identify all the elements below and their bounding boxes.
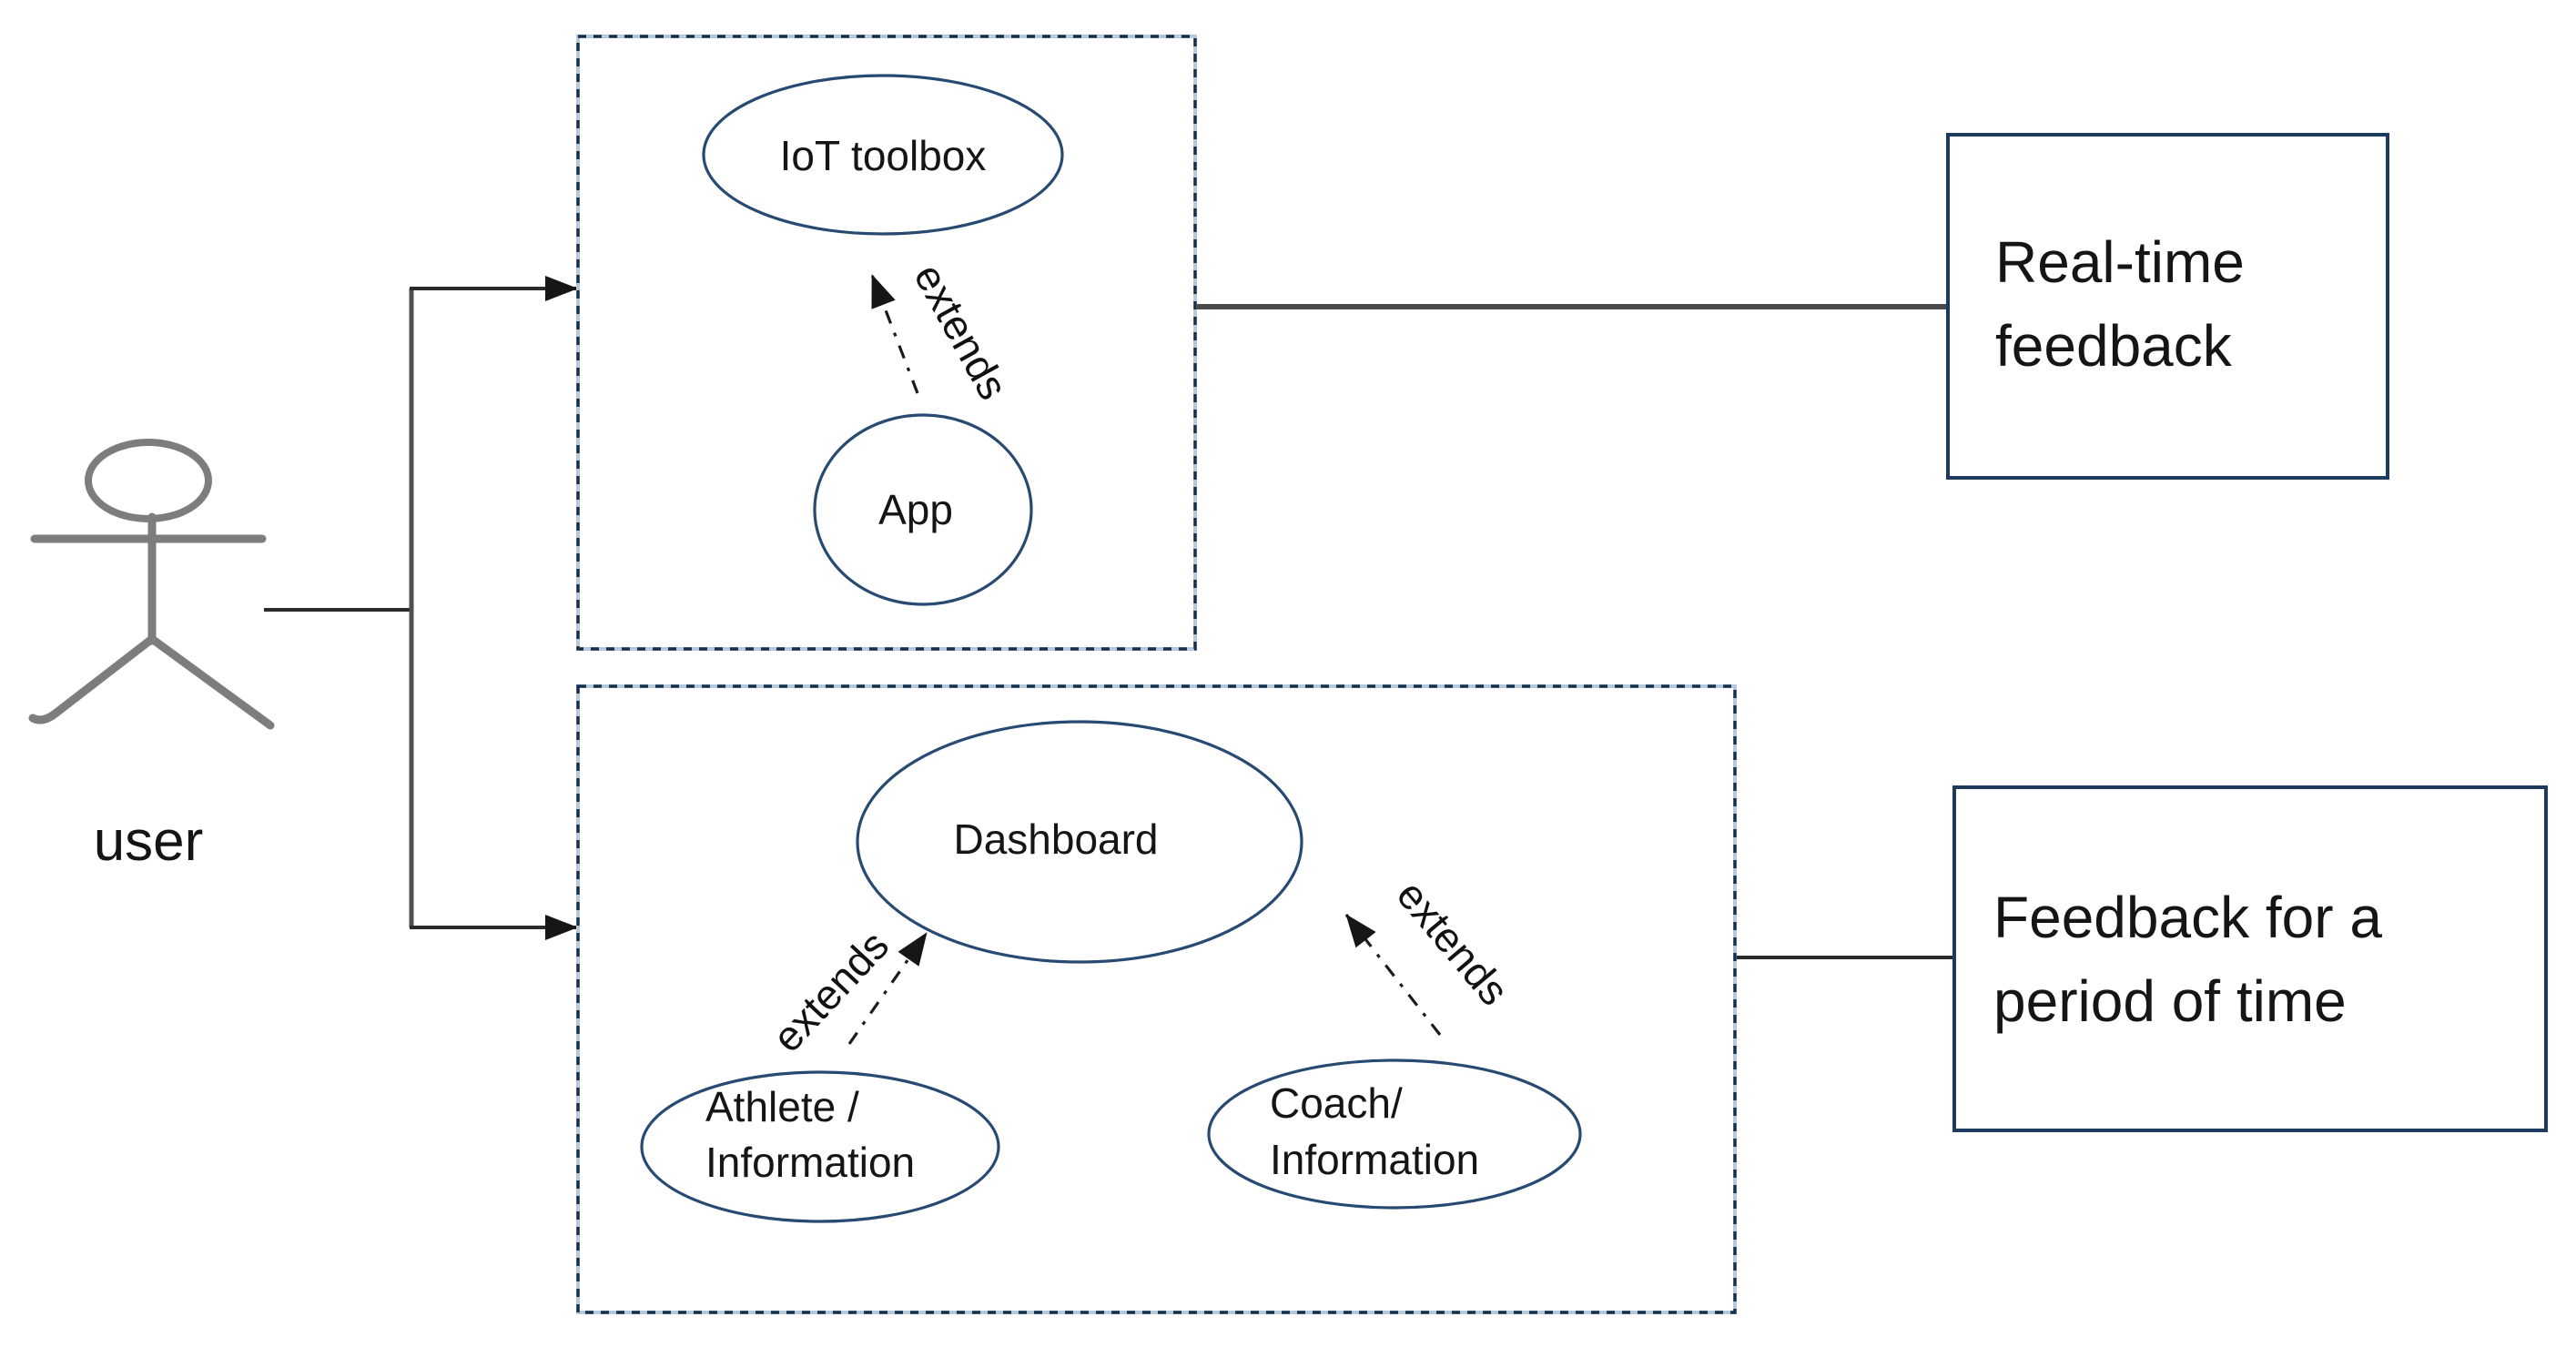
use-case-iot-toolbox-label: IoT toolbox bbox=[780, 132, 987, 179]
extends-arrow-coach-to-dashboard bbox=[1344, 914, 1442, 1036]
use-case-app-label: App bbox=[878, 486, 953, 533]
system-boundary-bottom-border bbox=[576, 684, 1737, 1314]
extends-arrow-athlete-to-dashboard bbox=[847, 932, 928, 1045]
output-period-label-line1: Feedback for a bbox=[1993, 885, 2382, 950]
use-case-app bbox=[813, 413, 1033, 606]
use-case-dashboard bbox=[856, 720, 1303, 964]
use-case-iot-toolbox bbox=[702, 74, 1064, 236]
output-box-realtime: Real-time feedback bbox=[1946, 133, 2389, 480]
output-box-period: Feedback for a period of time bbox=[1952, 785, 2548, 1132]
output-period-label-line2: period of time bbox=[1993, 968, 2347, 1034]
use-case-coach-label-line2: Information bbox=[1270, 1136, 1479, 1183]
output-box-period-border bbox=[1952, 785, 2548, 1132]
extends-label-bottom-left: extends bbox=[763, 921, 898, 1060]
output-realtime-label-line1: Real-time bbox=[1995, 229, 2245, 295]
output-box-realtime-border bbox=[1946, 133, 2389, 480]
actor-user: user bbox=[28, 439, 275, 873]
extends-arrow-app-to-iot bbox=[870, 274, 919, 394]
actor-head bbox=[85, 439, 212, 522]
actor-label: user bbox=[94, 810, 204, 873]
actor-left-leg bbox=[28, 634, 157, 724]
system-boundary-top-border bbox=[576, 35, 1197, 651]
output-realtime-label-line2: feedback bbox=[1995, 313, 2233, 379]
use-case-athlete-label-line2: Information bbox=[705, 1139, 915, 1186]
system-boundary-bottom: Dashboard Athlete / Information Coach/ I… bbox=[576, 684, 1737, 1314]
extends-label-bottom-right: extends bbox=[1388, 871, 1518, 1014]
system-boundary-top: IoT toolbox App extends bbox=[576, 35, 1197, 651]
actor-right-leg bbox=[147, 634, 275, 730]
use-case-coach-label-line1: Coach/ bbox=[1270, 1079, 1403, 1127]
use-case-athlete-label-line1: Athlete / bbox=[705, 1083, 859, 1130]
use-case-athlete-information bbox=[640, 1070, 1000, 1223]
use-case-coach-information bbox=[1207, 1058, 1582, 1210]
use-case-dashboard-label: Dashboard bbox=[953, 815, 1158, 863]
actor-connectors bbox=[264, 276, 578, 940]
extends-label-top: extends bbox=[905, 256, 1018, 407]
